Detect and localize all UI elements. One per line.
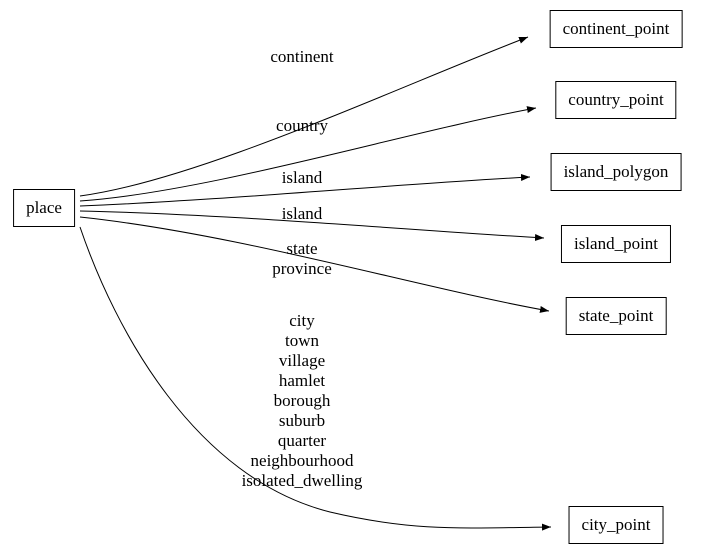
- edge-label-continent: continent: [270, 47, 334, 66]
- node-island_polygon: island_polygon: [550, 153, 682, 191]
- edge-place-island_polygon: [79, 173, 531, 207]
- edge-place-island_point: [79, 210, 545, 241]
- edge-label-island-polygon: island: [281, 168, 323, 187]
- edge-label-state-province: state province: [272, 239, 332, 278]
- node-island_point: island_point: [560, 225, 672, 263]
- edge-label-island-point: island: [281, 204, 323, 223]
- node-state_point: state_point: [565, 297, 667, 335]
- node-place: place: [13, 189, 75, 227]
- node-city_point: city_point: [568, 506, 664, 544]
- edge-place-state_point: [79, 216, 550, 313]
- edge-place-country_point: [79, 106, 537, 202]
- edge-label-city-town-village: city town village hamlet borough suburb …: [241, 311, 363, 490]
- node-country_point: country_point: [555, 81, 677, 119]
- edge-label-country: country: [276, 116, 328, 135]
- edge-place-city_point: [79, 226, 552, 531]
- edge-place-continent_point: [79, 36, 529, 197]
- node-continent_point: continent_point: [549, 10, 683, 48]
